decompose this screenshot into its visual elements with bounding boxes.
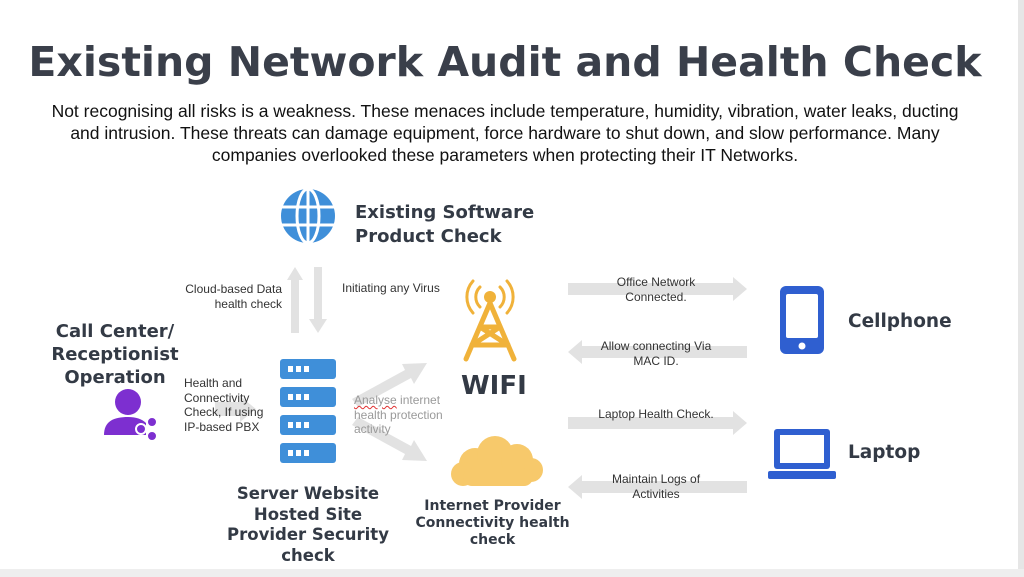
laptop-label: Laptop (848, 442, 921, 463)
software-check-label: Existing Software Product Check (355, 202, 535, 247)
arrow-up-cloud (287, 267, 303, 333)
cellphone-icon (780, 286, 824, 354)
slide-title: Existing Network Audit and Health Check (28, 38, 982, 86)
arrow-server-internet (352, 417, 427, 461)
arrow-office-network (568, 277, 747, 301)
analyse-internet-label: Analyse internet health protection activ… (354, 393, 454, 437)
intro-paragraph: Not recognising all risks is a weakness.… (51, 101, 959, 165)
wifi-tower-icon (463, 279, 517, 362)
arrow-laptop-health (568, 411, 747, 435)
allow-mac-label: Allow connecting Via MAC ID. (600, 339, 712, 368)
slide-border-right (1018, 0, 1024, 577)
person-share-icon (104, 389, 158, 441)
analyse-rest: internet health protection activity (354, 393, 443, 436)
globe-icon (281, 188, 335, 244)
server-label: Server Website Hosted Site Provider Secu… (227, 484, 389, 565)
arrow-down-cloud (309, 267, 327, 333)
internet-provider-label: Internet Provider Connectivity health ch… (415, 498, 570, 548)
laptop-icon (768, 429, 836, 479)
arrow-server-wifi (352, 363, 427, 407)
call-center-label: Call Center/ Receptionist Operation (51, 321, 179, 388)
cloud-icon (451, 436, 543, 486)
slide-border-bottom (0, 569, 1024, 577)
health-connectivity-label: Health and Connectivity Check, If using … (184, 376, 264, 434)
analyse-word: Analyse (354, 393, 397, 407)
arrow-allow-mac (568, 340, 747, 364)
cellphone-label: Cellphone (848, 311, 952, 332)
maintain-logs-label: Maintain Logs of Activities (611, 472, 701, 501)
arrow-maintain-logs (568, 475, 747, 499)
initiating-virus-label: Initiating any Virus (342, 281, 440, 295)
wifi-label: WIFI (461, 371, 527, 401)
cloud-health-label: Cloud-based Data health check (185, 282, 282, 311)
laptop-health-label: Laptop Health Check. (598, 407, 714, 421)
server-icon (280, 359, 336, 463)
office-network-label: Office Network Connected. (616, 275, 696, 304)
arrow-callcenter-server (215, 396, 256, 422)
